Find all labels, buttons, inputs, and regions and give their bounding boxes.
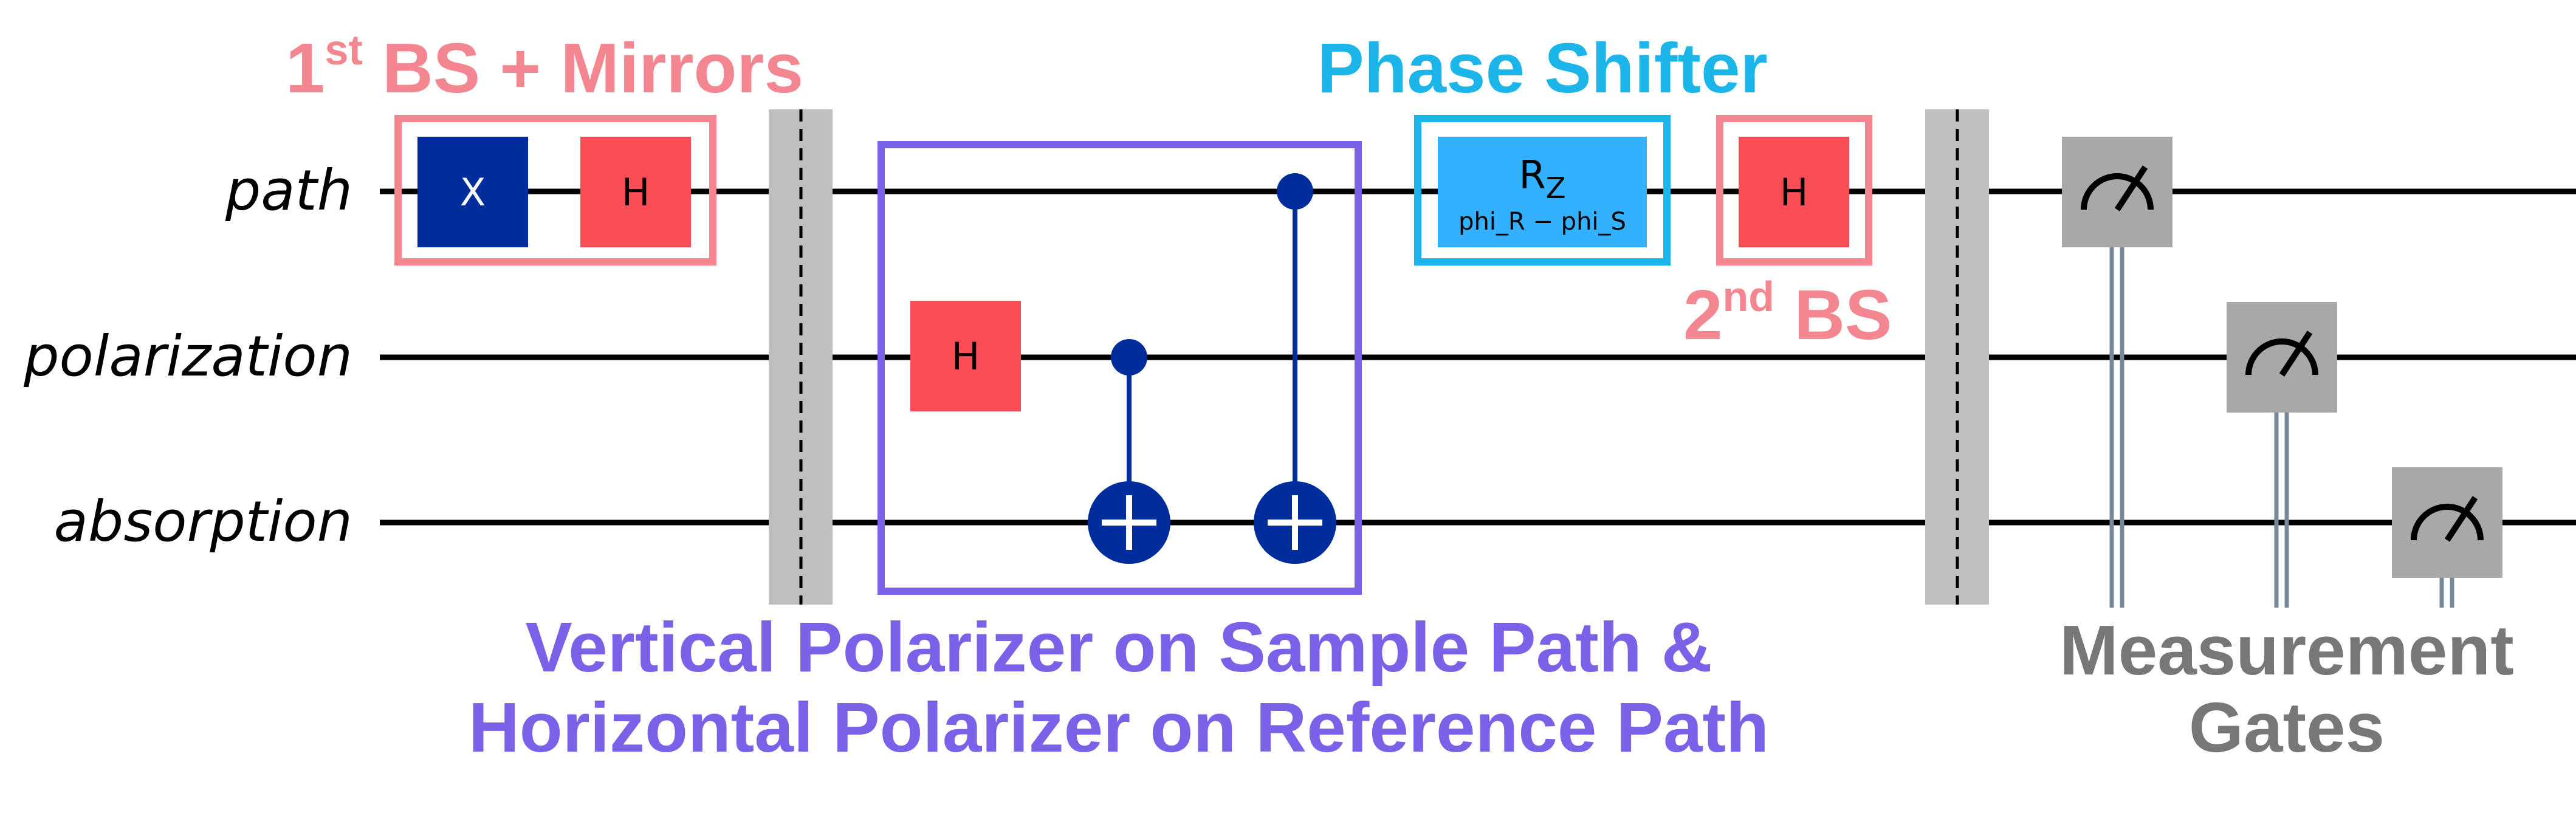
- h-gate-path-1: [580, 137, 691, 247]
- second-bs-box: [1716, 115, 1872, 266]
- rz-gate-label: RZ: [1519, 153, 1565, 205]
- meter-needle-icon: [2444, 496, 2478, 542]
- phase-shifter-label: Phase Shifter: [1317, 29, 1767, 108]
- barrier-1: [769, 109, 833, 605]
- barrier-2: [1925, 109, 1989, 605]
- qubit-label-path: path: [225, 158, 352, 223]
- cnot-2-control: [1277, 173, 1313, 210]
- measurement-label-line1: Measurement: [2059, 611, 2514, 690]
- rz-gate: [1438, 137, 1647, 247]
- h-gate-polarization-label: H: [952, 334, 980, 379]
- cnot-1-control: [1111, 339, 1147, 376]
- h-gate-polarization: [910, 301, 1021, 411]
- h-gate-path-1-label: H: [622, 170, 650, 214]
- qubit-label-absorption: absorption: [54, 489, 352, 554]
- qubit-label-polarization: polarization: [23, 324, 352, 389]
- measure-gate-polarization: [2227, 302, 2337, 413]
- meter-needle-icon: [2114, 165, 2148, 211]
- second-bs-label: 2nd BS: [1683, 273, 1892, 354]
- rz-gate-param: phi_R − phi_S: [1458, 208, 1626, 236]
- x-gate-label: X: [460, 170, 486, 214]
- phase-shifter-box: [1414, 115, 1671, 266]
- measure-gate-path: [2062, 137, 2172, 247]
- measurement-label-line2: Gates: [2189, 688, 2385, 767]
- meter-icon: [2245, 338, 2318, 376]
- polarizer-label-line1: Vertical Polarizer on Sample Path &: [525, 608, 1712, 687]
- first-bs-label: 1st BS + Mirrors: [286, 26, 803, 108]
- h-gate-path-2: [1739, 137, 1849, 247]
- polarizer-box: [878, 141, 1362, 595]
- meter-icon: [2081, 173, 2154, 210]
- meter-needle-icon: [2279, 331, 2313, 377]
- h-gate-path-2-label: H: [1780, 170, 1808, 214]
- meter-icon: [2411, 504, 2484, 541]
- measure-gate-absorption: [2392, 467, 2502, 578]
- polarizer-label-line2: Horizontal Polarizer on Reference Path: [469, 688, 1769, 767]
- x-gate: [417, 137, 528, 247]
- first-bs-box: [394, 115, 716, 266]
